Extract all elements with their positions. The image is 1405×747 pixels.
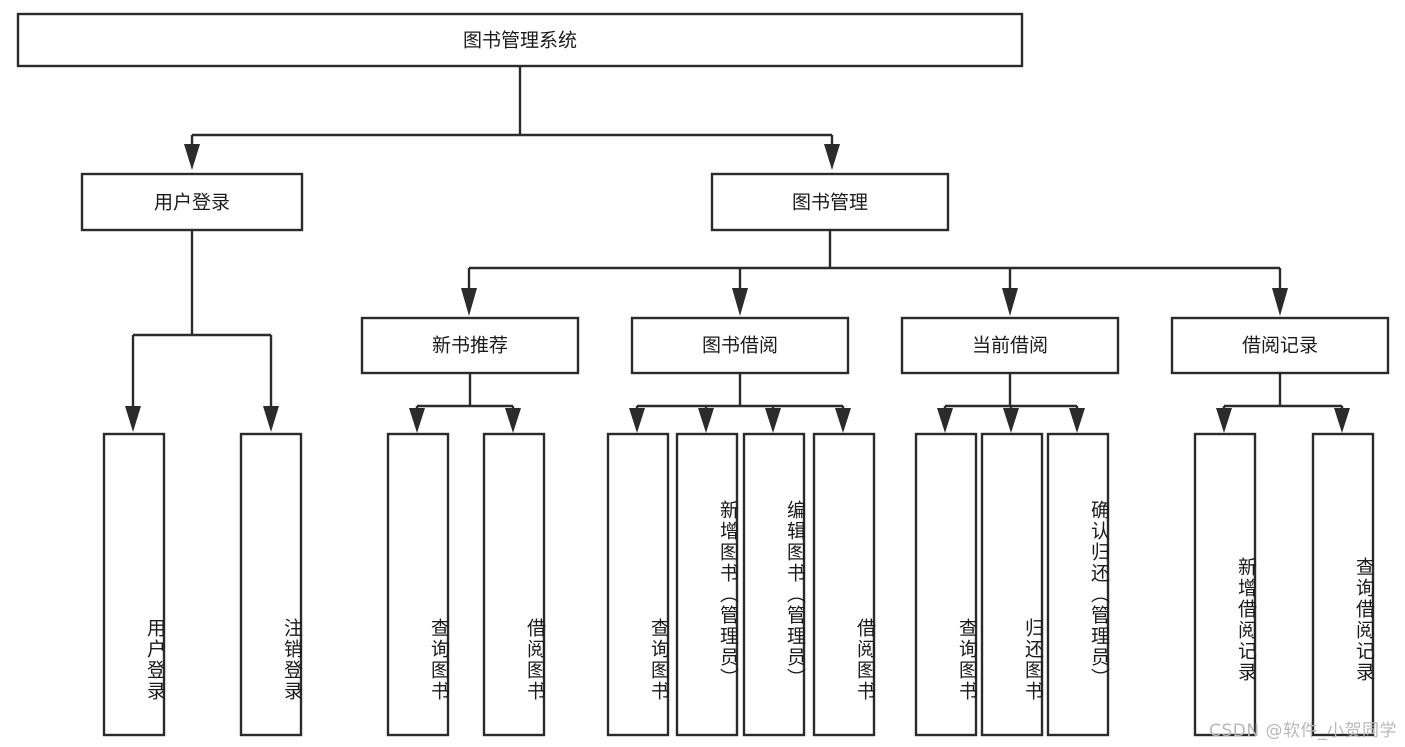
arrow-to-leaf-user-login — [125, 406, 141, 432]
node-root[interactable]: 图书管理系统 — [16, 12, 1024, 68]
node-borrow-record[interactable]: 借阅记录 — [1170, 316, 1390, 375]
node-user-login-label: 用户登录 — [154, 192, 230, 214]
leaf-box-borrow-book-2[interactable] — [812, 432, 876, 737]
arrow-to-leaf-add-record — [1216, 408, 1232, 433]
node-current-borrow-label: 当前借阅 — [972, 335, 1048, 357]
watermark-text: CSDN @软件_小贺同学 — [1209, 721, 1397, 741]
node-root-box — [16, 12, 1024, 68]
arrow-to-leaf-query-record — [1334, 408, 1350, 433]
connector-book-borrow-to-leaves — [629, 373, 851, 433]
arrow-to-leaf-logout — [263, 406, 279, 432]
leaf-box-query-book-2[interactable] — [606, 432, 670, 737]
arrow-to-borrow-record — [1272, 288, 1288, 316]
arrow-to-leaf-borrow-book-2 — [835, 408, 851, 433]
node-book-manage[interactable]: 图书管理 — [710, 172, 950, 232]
leaf-box-return-book[interactable] — [980, 432, 1044, 737]
leaf-box-add-record[interactable] — [1193, 432, 1257, 737]
connector-new-book-recommend-to-leaves — [409, 373, 521, 433]
node-new-book-recommend-label: 新书推荐 — [432, 335, 508, 357]
connector-borrow-record-to-leaves — [1216, 373, 1350, 433]
arrow-to-leaf-borrow-book-1 — [505, 408, 521, 433]
node-book-borrow-label: 图书借阅 — [702, 335, 778, 357]
node-user-login[interactable]: 用户登录 — [80, 172, 304, 232]
leaf-box-user-login[interactable] — [102, 432, 166, 737]
leaf-box-query-book-3[interactable] — [914, 432, 978, 737]
arrow-to-user-login — [184, 144, 200, 170]
node-current-borrow[interactable]: 当前借阅 — [900, 316, 1120, 375]
arrow-to-leaf-query-book-2 — [629, 408, 645, 433]
node-new-book-recommend[interactable]: 新书推荐 — [360, 316, 580, 375]
node-user-login-box — [80, 172, 304, 232]
arrow-to-book-manage — [824, 144, 840, 170]
arrow-to-leaf-return-book — [1003, 408, 1019, 433]
node-book-borrow[interactable]: 图书借阅 — [630, 316, 850, 375]
arrow-to-leaf-confirm-return — [1069, 408, 1085, 433]
arrow-to-leaf-query-book-3 — [937, 408, 953, 433]
connector-user-login-to-leaves — [125, 230, 279, 432]
leaf-box-query-book-1[interactable] — [386, 432, 450, 737]
arrow-to-leaf-add-book — [698, 408, 714, 433]
leaf-box-add-book[interactable] — [675, 432, 739, 737]
arrow-to-leaf-query-book-1 — [409, 408, 425, 433]
connector-root-to-level2 — [184, 66, 840, 170]
node-borrow-record-label: 借阅记录 — [1242, 335, 1318, 357]
leaf-box-logout[interactable] — [239, 432, 303, 737]
leaf-box-edit-book[interactable] — [742, 432, 806, 737]
leaf-box-query-record[interactable] — [1311, 432, 1375, 737]
leaf-boxes — [102, 432, 1375, 737]
node-root-label: 图书管理系统 — [463, 30, 577, 52]
arrow-to-new-book-recommend — [461, 288, 477, 316]
leaf-box-borrow-book-1[interactable] — [482, 432, 546, 737]
arrow-to-leaf-edit-book — [765, 408, 781, 433]
node-book-manage-label: 图书管理 — [792, 192, 868, 214]
connector-current-borrow-to-leaves — [937, 373, 1085, 433]
arrow-to-current-borrow — [1002, 288, 1018, 316]
arrow-to-book-borrow — [732, 288, 748, 316]
leaf-box-confirm-return[interactable] — [1046, 432, 1110, 737]
node-new-book-recommend-box — [360, 316, 580, 375]
node-current-borrow-box — [900, 316, 1120, 375]
connector-book-manage-to-level3 — [461, 230, 1288, 316]
